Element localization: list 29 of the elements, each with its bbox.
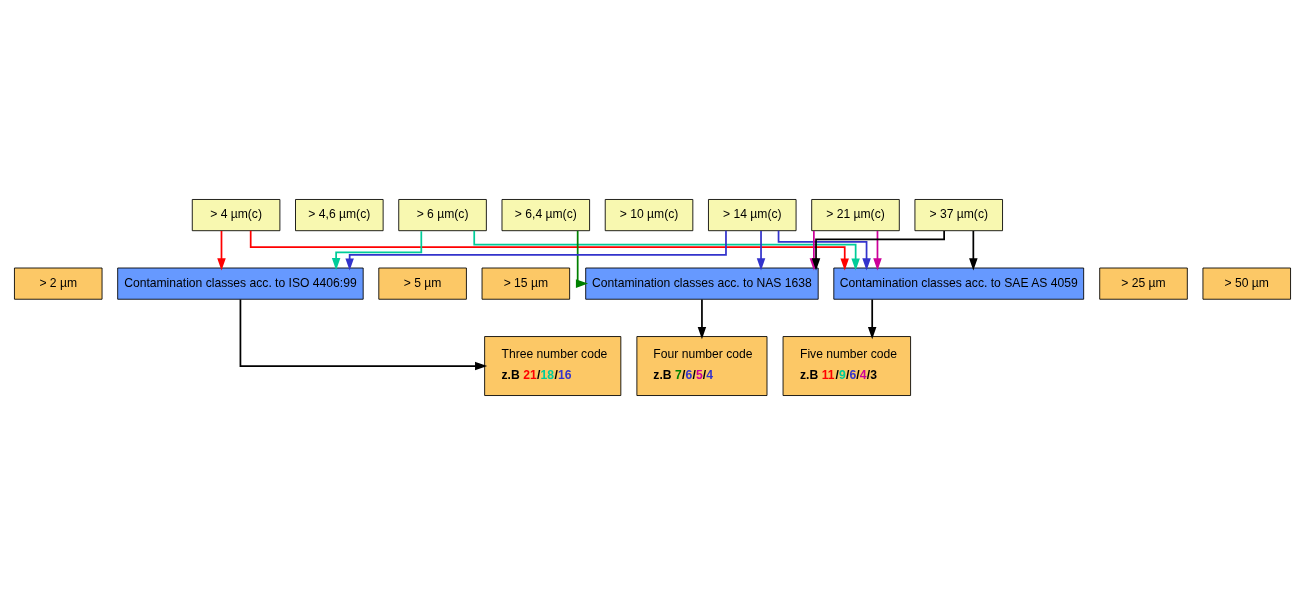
arrow (867, 298, 877, 339)
node-box: > 6,4 µm(c) (501, 198, 591, 231)
node-box: > 2 µm (14, 267, 103, 300)
node-box: > 50 µm (1202, 267, 1291, 300)
node-box: > 5 µm (378, 267, 467, 300)
arrow (697, 298, 707, 339)
node-box: > 4 µm(c) (191, 198, 281, 231)
arrow (756, 229, 766, 270)
arrow (217, 229, 226, 270)
node-box: > 37 µm(c) (914, 198, 1003, 231)
node-box: > 10 µm(c) (604, 198, 694, 231)
node-box: > 6 µm(c) (398, 198, 487, 231)
arrow (873, 229, 882, 270)
arrow (331, 229, 423, 270)
arrow (969, 229, 978, 270)
node-box: Three number code z.B 21/18/16 (484, 335, 622, 396)
node-box: > 14 µm(c) (708, 198, 797, 231)
node-box: Contamination classes acc. to SAE AS 4059 (833, 267, 1085, 300)
node-box: > 25 µm (1099, 267, 1188, 300)
node-box: Four number code z.B 7/6/5/4 (636, 335, 768, 396)
node-box: Five number code z.B 11/9/6/4/3 (782, 335, 912, 396)
node-box: > 4,6 µm(c) (295, 198, 384, 231)
arrow (575, 229, 589, 288)
node-box: Contamination classes acc. to ISO 4406:99 (117, 267, 364, 300)
arrow (239, 298, 488, 370)
node-box: Contamination classes acc. to NAS 1638 (585, 267, 819, 300)
node-box: > 15 µm (481, 267, 571, 300)
arrow (345, 229, 727, 271)
node-box: > 21 µm(c) (811, 198, 900, 231)
